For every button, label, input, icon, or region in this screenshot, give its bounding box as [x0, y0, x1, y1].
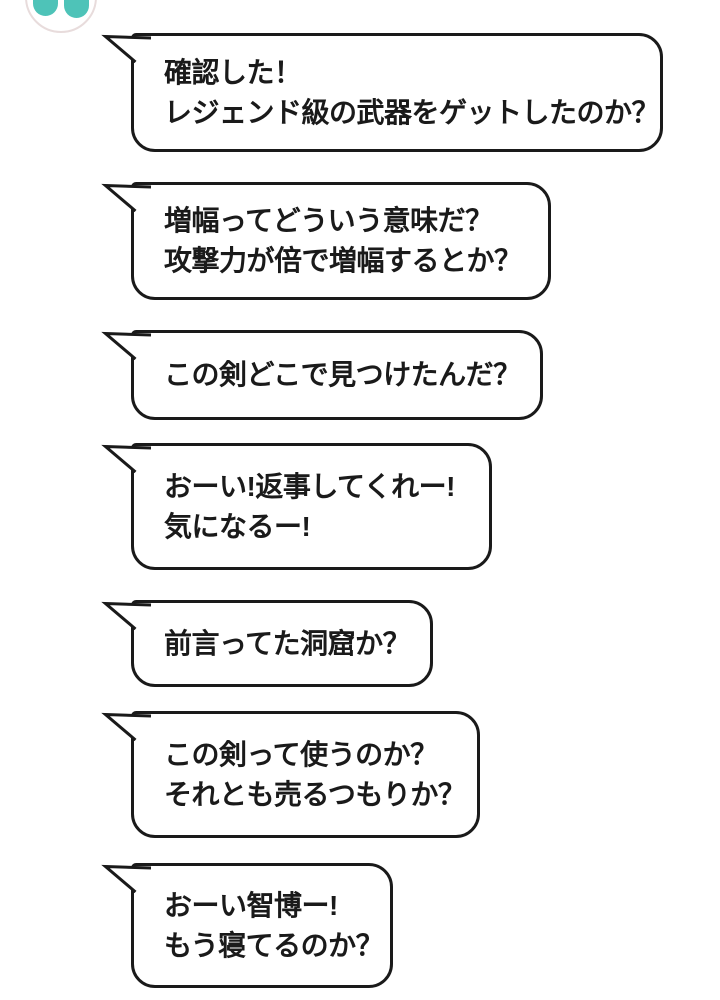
- message-line: 攻撃力が倍で増幅するとか？: [164, 245, 522, 276]
- message-bubble: 増幅ってどういう意味だ？ 攻撃力が倍で増幅するとか？: [101, 182, 551, 300]
- bubble-tail-icon: [101, 183, 152, 213]
- message-line: おーい智博ー!: [164, 889, 338, 921]
- message-bubble: この剣どこで見つけたんだ？: [101, 330, 543, 420]
- avatar-figure-right: [64, 0, 89, 18]
- bubble-tail-icon: [101, 864, 152, 894]
- contact-avatar[interactable]: [25, 0, 97, 33]
- message-bubble: おーい!返事してくれー! 気になるー!: [101, 443, 492, 570]
- message-line: もう寝てるのか？: [164, 929, 384, 961]
- message-line: おーい!返事してくれー!: [164, 470, 455, 502]
- message-bubble: おーい智博ー! もう寝てるのか？: [101, 863, 393, 988]
- message-list: 確認した！ レジェンド級の武器をゲットしたのか？ 増幅ってどういう意味だ？ 攻撃…: [101, 33, 663, 988]
- message-bubble: この剣って使うのか？ それとも売るつもりか？: [101, 711, 480, 838]
- bubble-tail-icon: [101, 34, 152, 64]
- message-line: それとも売るつもりか？: [164, 778, 466, 810]
- bubble-tail-icon: [101, 601, 152, 631]
- message-line: 確認した！: [164, 56, 302, 88]
- bubble-tail-icon: [101, 444, 152, 474]
- message-bubble: 前言ってた洞窟か？: [101, 600, 433, 687]
- message-line: この剣って使うのか？: [164, 738, 438, 770]
- message-line: レジェンド級の武器をゲットしたのか？: [164, 96, 660, 128]
- message-line: 増幅ってどういう意味だ？: [164, 205, 493, 236]
- message-line: 前言ってた洞窟か？: [164, 627, 411, 659]
- bubble-tail-icon: [101, 712, 152, 742]
- avatar-figure-left: [33, 0, 58, 16]
- message-bubble: 確認した！ レジェンド級の武器をゲットしたのか？: [101, 33, 663, 152]
- bubble-tail-icon: [101, 331, 152, 361]
- message-line: この剣どこで見つけたんだ？: [164, 359, 521, 390]
- message-line: 気になるー!: [164, 510, 311, 542]
